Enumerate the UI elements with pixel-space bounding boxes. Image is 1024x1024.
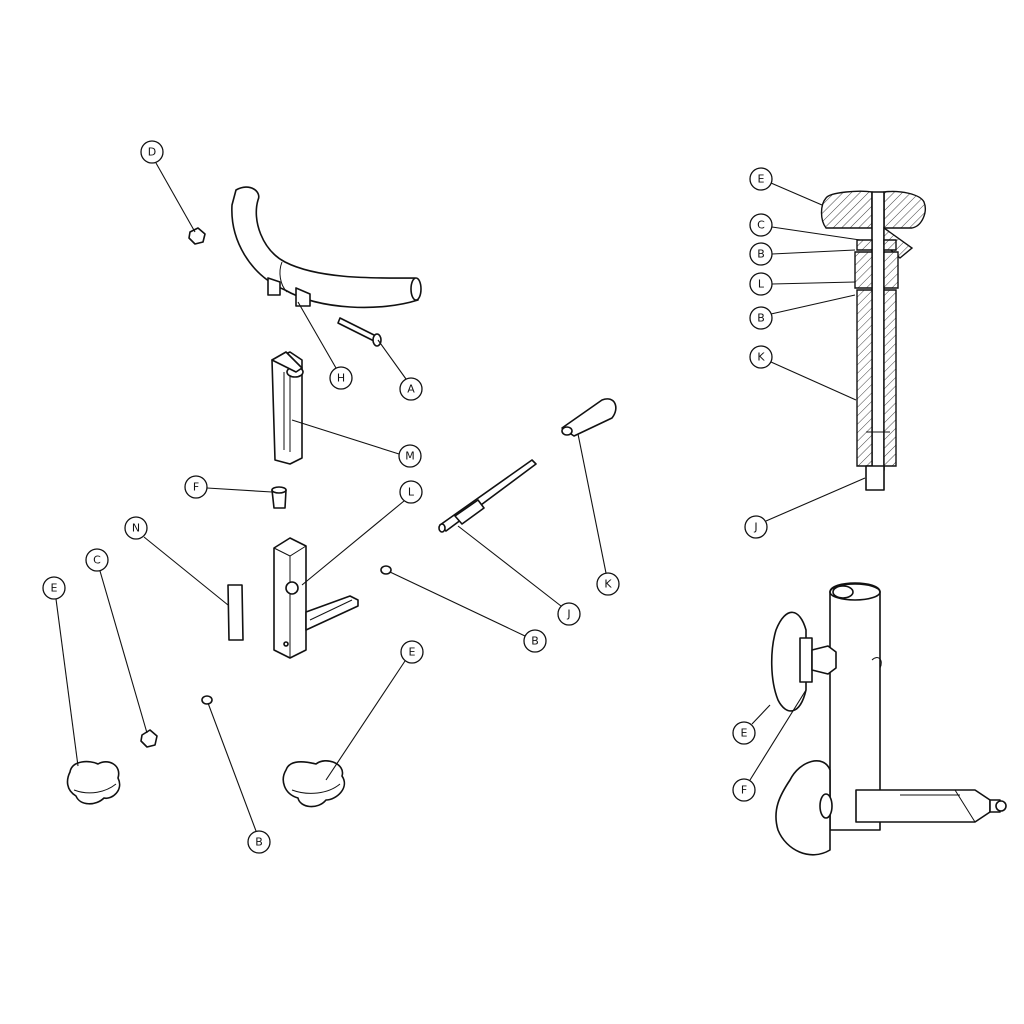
knob-e2-part (282, 760, 346, 808)
callout-B1: B (523, 629, 547, 653)
callout-F: F (184, 475, 208, 499)
svg-text:E: E (741, 727, 748, 740)
svg-text:C: C (757, 219, 765, 232)
svg-text:L: L (758, 278, 765, 291)
svg-text:N: N (132, 522, 140, 535)
washer-b2-part (201, 695, 213, 705)
svg-text:A: A (407, 383, 415, 396)
svg-text:D: D (148, 146, 156, 159)
rod-j-part (438, 459, 537, 533)
section-callout-K: K (749, 345, 773, 369)
callout-B2: B (247, 830, 271, 854)
callout-M: M (398, 444, 422, 468)
svg-text:E: E (51, 582, 58, 595)
svg-text:B: B (531, 635, 539, 648)
tube-bracket-l-part (273, 537, 359, 659)
svg-text:J: J (566, 608, 570, 621)
callout-K: K (596, 572, 620, 596)
callout-A: A (399, 377, 423, 401)
section-view (820, 190, 926, 491)
svg-text:B: B (255, 836, 263, 849)
pin-a-part (337, 317, 382, 347)
clip-k-part (561, 398, 617, 437)
assembled-view (770, 582, 1007, 856)
svg-text:B: B (757, 312, 765, 325)
svg-text:L: L (408, 486, 415, 499)
section-callout-B2: B (749, 306, 773, 330)
curved-handle-part (231, 186, 422, 309)
section-callout-B1: B (749, 242, 773, 266)
assembled-callout-E: E (732, 721, 756, 745)
svg-text:B: B (757, 248, 765, 261)
section-callout-J: J (744, 515, 768, 539)
svg-text:K: K (604, 578, 612, 591)
exploded-view (66, 186, 617, 808)
svg-text:H: H (337, 372, 345, 385)
callout-E1: E (42, 576, 66, 600)
svg-text:F: F (193, 481, 199, 494)
callout-N: N (124, 516, 148, 540)
callout-L: L (399, 480, 423, 504)
svg-text:E: E (409, 646, 416, 659)
callout-C: C (85, 548, 109, 572)
assembled-callout-F: F (732, 778, 756, 802)
callout-J: J (557, 602, 581, 626)
section-callout-E: E (749, 167, 773, 191)
svg-text:K: K (757, 351, 765, 364)
knob-e1-part (66, 760, 121, 805)
washer-b1-part (380, 565, 392, 575)
callout-D: D (140, 140, 164, 164)
pin-f-part (271, 486, 287, 509)
svg-text:E: E (758, 173, 765, 186)
callout-E2: E (400, 640, 424, 664)
slide-bracket-m-part (271, 351, 304, 465)
screw-c-part (140, 729, 158, 748)
callout-H: H (329, 366, 353, 390)
section-callout-L: L (749, 272, 773, 296)
label-plate-n-part (227, 584, 244, 641)
section-callout-C: C (749, 213, 773, 237)
svg-text:J: J (753, 521, 757, 534)
leader-lines (55, 162, 866, 832)
svg-text:M: M (405, 450, 415, 463)
screw-d-part (188, 227, 206, 245)
svg-text:F: F (741, 784, 747, 797)
svg-text:C: C (93, 554, 101, 567)
